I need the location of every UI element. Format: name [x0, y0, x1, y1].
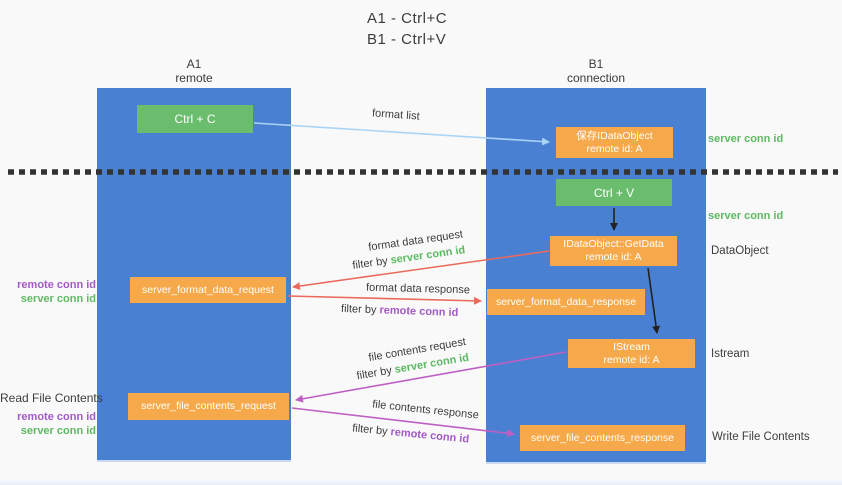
format-list-label: format list: [371, 107, 421, 123]
ctrl-v-node: Ctrl + V: [556, 179, 672, 206]
format-response-label: server_format_data_response: [495, 295, 637, 308]
istream-remote-id: remote id: A: [603, 353, 660, 366]
remote-conn-id-term: remote conn id: [389, 426, 470, 446]
file-contents-response-label: file contents response: [371, 398, 480, 422]
dataobject-right-label: DataObject: [711, 245, 769, 257]
server-file-contents-request-node: server_file_contents_request: [128, 393, 289, 420]
remote-conn-id-term: remote conn id: [379, 304, 459, 320]
getdata-title: IDataObject::GetData: [563, 238, 664, 250]
server-conn-id-right-label-mid: server conn id: [708, 210, 784, 222]
column-b1-name: B1: [588, 57, 604, 71]
conn-id-left-labels-2: remote conn id server conn id: [0, 410, 96, 438]
column-header-b1-connection: B1 connection: [486, 57, 706, 85]
file-request-label: server_file_contents_request: [141, 400, 276, 412]
filter-prefix: filter by: [355, 364, 393, 383]
filter-prefix: filter by: [340, 302, 377, 317]
title-line-1: A1 - Ctrl+C: [367, 10, 448, 27]
filter-prefix: filter by: [351, 255, 389, 272]
istream-title: IStream: [613, 340, 650, 353]
file-response-label: server_file_contents_response: [530, 431, 674, 444]
format-request-to-response-arrow: [287, 295, 482, 305]
title-line-2: B1 - Ctrl+V: [367, 31, 447, 48]
bottom-fade: [0, 478, 842, 485]
save-idataobject-remote-id: remote id: A: [586, 142, 643, 155]
filter-prefix: filter by: [351, 422, 389, 438]
server-conn-id-right-label-top: server conn id: [708, 133, 784, 145]
format-request-label: server_format_data_request: [142, 283, 274, 296]
server-format-data-response-node: server_format_data_response: [487, 289, 645, 315]
ctrl-c-label: Ctrl + C: [174, 112, 216, 126]
column-a1-role: remote: [175, 71, 213, 85]
column-a1-name: A1: [186, 57, 202, 71]
idataobject-getdata-node: IDataObject::GetData remote id: A: [550, 236, 677, 266]
remote-conn-id-left-label-1: remote conn id: [17, 279, 96, 291]
remote-conn-id-left-label-2: remote conn id: [17, 411, 96, 423]
column-b1-role: connection: [566, 71, 626, 85]
diagram-title: A1 - Ctrl+C B1 - Ctrl+V: [367, 8, 447, 50]
istream-right-label: Istream: [711, 348, 750, 360]
server-file-contents-response-node: server_file_contents_response: [520, 425, 685, 451]
save-idataobject-title: 保存IDataObject: [576, 129, 653, 142]
server-conn-id-left-label-2: server conn id: [20, 425, 96, 437]
server-format-data-request-node: server_format_data_request: [130, 277, 286, 303]
conn-id-left-labels-1: remote conn id server conn id: [0, 278, 96, 306]
server-conn-id-left-label-1: server conn id: [20, 293, 96, 305]
ctrl-c-node: Ctrl + C: [137, 105, 253, 133]
ctrl-v-label: Ctrl + V: [593, 185, 635, 200]
column-header-a1-remote: A1 remote: [97, 57, 291, 85]
save-idataobject-node: 保存IDataObject remote id: A: [556, 127, 673, 158]
getdata-remote-id: remote id: A: [585, 251, 642, 263]
format-data-response-label: format data response: [365, 281, 471, 297]
write-file-contents-label: Write File Contents: [712, 431, 810, 443]
istream-node: IStream remote id: A: [568, 339, 695, 368]
read-file-contents-label: Read File Contents: [0, 391, 103, 405]
